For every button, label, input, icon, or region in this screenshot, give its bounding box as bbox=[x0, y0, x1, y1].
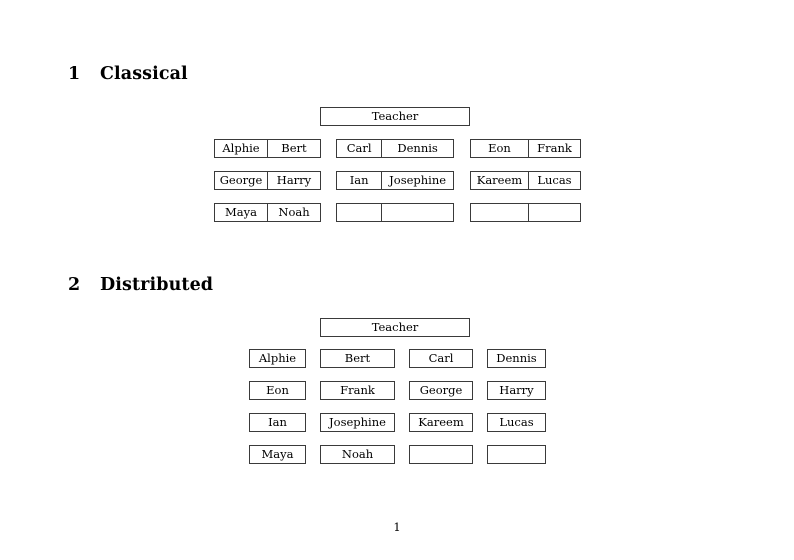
student-desk: Kareem bbox=[409, 413, 473, 432]
student-desk-empty bbox=[409, 445, 473, 464]
student-desk: Josephine bbox=[320, 413, 395, 432]
student-desk: Ian bbox=[249, 413, 306, 432]
desk-cell: Dennis bbox=[381, 140, 453, 157]
desk-cell: Harry bbox=[267, 172, 320, 189]
teacher-desk-distributed: Teacher bbox=[320, 318, 470, 337]
section-title: Classical bbox=[100, 64, 188, 84]
student-desk: Dennis bbox=[487, 349, 546, 368]
desk-cell: Maya bbox=[225, 204, 257, 219]
desk-group: Maya Noah bbox=[214, 203, 321, 222]
desk-group bbox=[470, 203, 581, 222]
desk-cell-empty bbox=[471, 204, 528, 221]
desk-cell-empty bbox=[337, 204, 381, 221]
student-desk: Harry bbox=[487, 381, 546, 400]
student-desk: Maya bbox=[249, 445, 306, 464]
desk-group: Carl Dennis bbox=[336, 139, 454, 158]
page-number: 1 bbox=[393, 520, 401, 534]
desk-group: Kareem Lucas bbox=[470, 171, 581, 190]
section-number: 2 bbox=[68, 275, 81, 295]
section-heading-classical: 1 Classical bbox=[68, 64, 188, 84]
section-number: 1 bbox=[68, 64, 81, 84]
student-desk: Frank bbox=[320, 381, 395, 400]
desk-cell: Lucas bbox=[527, 172, 580, 189]
desk-cell: Noah bbox=[267, 204, 320, 221]
desk-cell: Ian bbox=[349, 172, 369, 187]
student-desk: Bert bbox=[320, 349, 395, 368]
student-desk: Carl bbox=[409, 349, 473, 368]
desk-cell: Josephine bbox=[381, 172, 453, 189]
section-title: Distributed bbox=[100, 275, 214, 295]
teacher-desk-classical: Teacher bbox=[320, 107, 470, 126]
student-desk: Noah bbox=[320, 445, 395, 464]
student-desk: Lucas bbox=[487, 413, 546, 432]
desk-cell: George bbox=[219, 172, 263, 187]
desk-cell: Kareem bbox=[476, 172, 523, 187]
student-desk: Eon bbox=[249, 381, 306, 400]
desk-group: Alphie Bert bbox=[214, 139, 321, 158]
desk-cell-empty bbox=[527, 204, 580, 221]
desk-cell-empty bbox=[381, 204, 453, 221]
desk-cell: Frank bbox=[527, 140, 580, 157]
desk-group: Eon Frank bbox=[470, 139, 581, 158]
student-desk: Alphie bbox=[249, 349, 306, 368]
desk-cell: Carl bbox=[346, 140, 372, 155]
student-desk: George bbox=[409, 381, 473, 400]
desk-group: George Harry bbox=[214, 171, 321, 190]
desk-cell: Bert bbox=[267, 140, 320, 157]
section-heading-distributed: 2 Distributed bbox=[68, 275, 213, 295]
student-desk-empty bbox=[487, 445, 546, 464]
desk-cell: Eon bbox=[488, 140, 511, 155]
desk-cell: Alphie bbox=[222, 140, 260, 155]
desk-group: Ian Josephine bbox=[336, 171, 454, 190]
desk-group bbox=[336, 203, 454, 222]
